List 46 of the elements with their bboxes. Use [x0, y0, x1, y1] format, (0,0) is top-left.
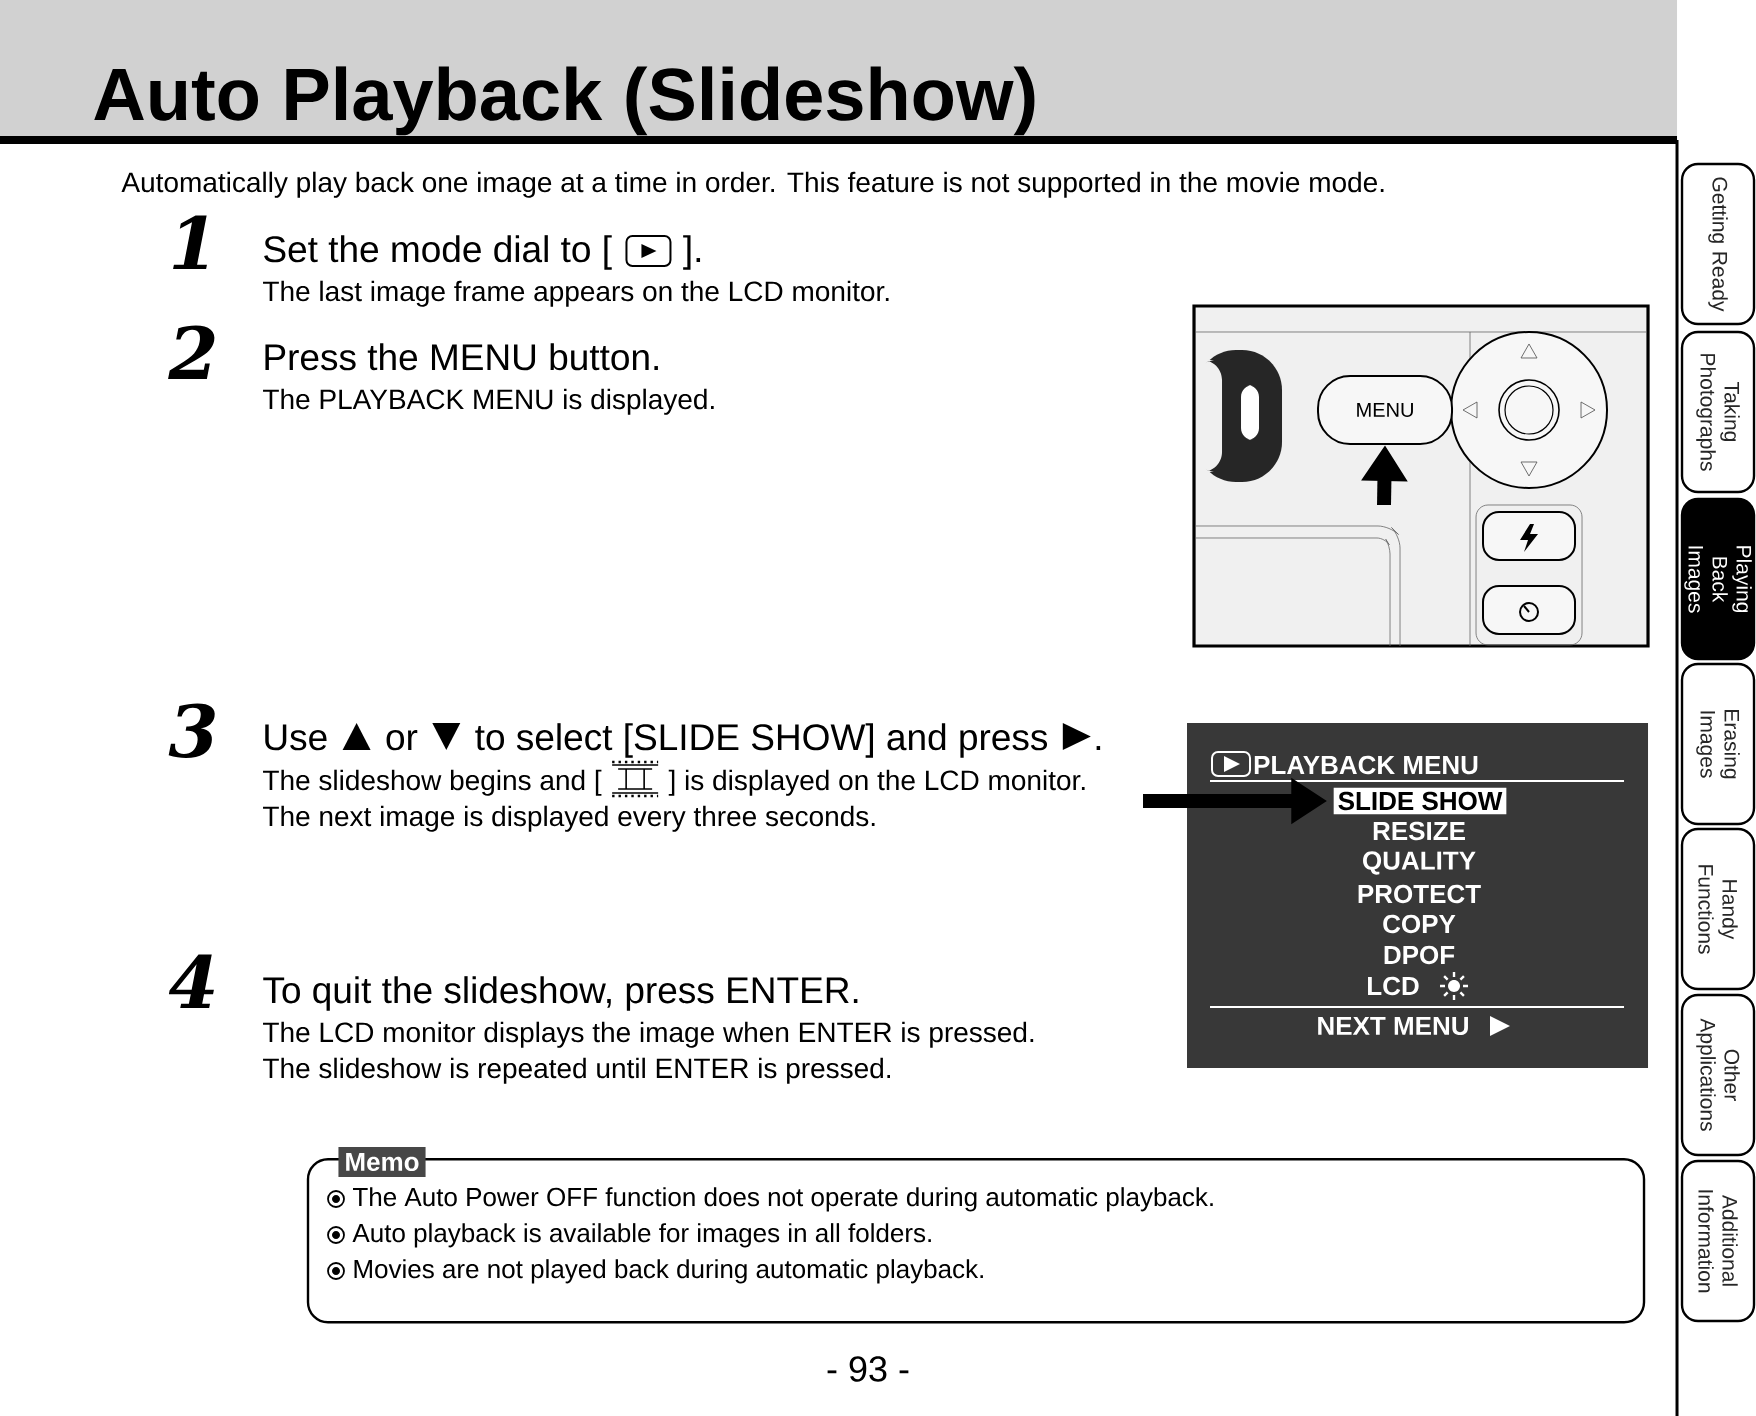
page-number: - 93 -	[827, 1356, 909, 1382]
step-heading: .	[1096, 746, 1101, 750]
step-heading: Press the MENU button.	[265, 343, 658, 371]
menu-item: PLAYBACK MENU	[1254, 755, 1478, 775]
step-heading: Set the mode dial to [	[264, 235, 612, 270]
menu-item: RESIZE	[1373, 821, 1465, 841]
step-heading: ].	[683, 235, 701, 270]
side-tab: Taking Photographs	[1680, 330, 1756, 494]
camera-back-drawing	[1192, 304, 1650, 648]
memo-tab: Memo	[338, 1146, 426, 1178]
step-heading: to select [SLIDE SHOW] and press	[475, 723, 1048, 758]
node-label: Playing Back Images	[1684, 546, 1752, 613]
menu-item: DPOF	[1384, 945, 1455, 965]
intro-text: Automatically play back one image at a time in order. This feature is not supported in the movie mode.	[121, 171, 1384, 198]
memo-text: Auto playback is available for images in all folders.	[352, 1223, 931, 1248]
step-text: The next image is displayed every three seconds.	[263, 805, 875, 832]
step-number: 3	[168, 703, 215, 758]
side-tab: Handy Functions	[1680, 827, 1756, 991]
step-heading: To quit the slideshow, press ENTER.	[263, 976, 858, 1011]
side-tab: Other Applications	[1680, 993, 1756, 1157]
menu-button: MENU	[1317, 375, 1453, 445]
memo-text: The Auto Power OFF function does not operate during automatic playback.	[353, 1187, 1213, 1212]
menu-item: NEXT MENU	[1318, 1016, 1468, 1036]
page-title: Auto Playback (Slideshow)	[94, 66, 1035, 136]
step-text: The PLAYBACK MENU is displayed.	[263, 388, 714, 415]
step-text: The last image frame appears on the LCD monitor.	[263, 280, 889, 307]
side-tab: Additional Information	[1680, 1159, 1756, 1323]
menu-item: LCD	[1368, 976, 1419, 996]
memo-text: Movies are not played back during automatic playback.	[354, 1259, 983, 1284]
step-text: The LCD monitor displays the image when ENTER is pressed.	[263, 1021, 1034, 1048]
side-tab: Erasing Images	[1680, 662, 1756, 826]
step-number: 1	[173, 215, 207, 269]
step-heading: or	[386, 730, 418, 751]
menu-item: COPY	[1383, 914, 1456, 934]
step-number: 4	[168, 954, 214, 1008]
menu-item: QUALITY	[1363, 851, 1476, 875]
side-tab: Playing Back Images	[1680, 497, 1756, 661]
step-text: ] is displayed on the LCD monitor.	[668, 769, 1085, 796]
menu-screen	[1187, 723, 1648, 1068]
step-heading: Use	[265, 724, 327, 751]
menu-item: PROTECT	[1358, 884, 1481, 904]
step-text: The slideshow is repeated until ENTER is pressed.	[263, 1057, 891, 1084]
menu-item: SLIDE SHOW	[1333, 787, 1507, 815]
step-text: The slideshow begins and [	[263, 769, 602, 796]
step-number: 2	[168, 325, 215, 379]
side-tab: Getting Ready	[1680, 162, 1756, 326]
